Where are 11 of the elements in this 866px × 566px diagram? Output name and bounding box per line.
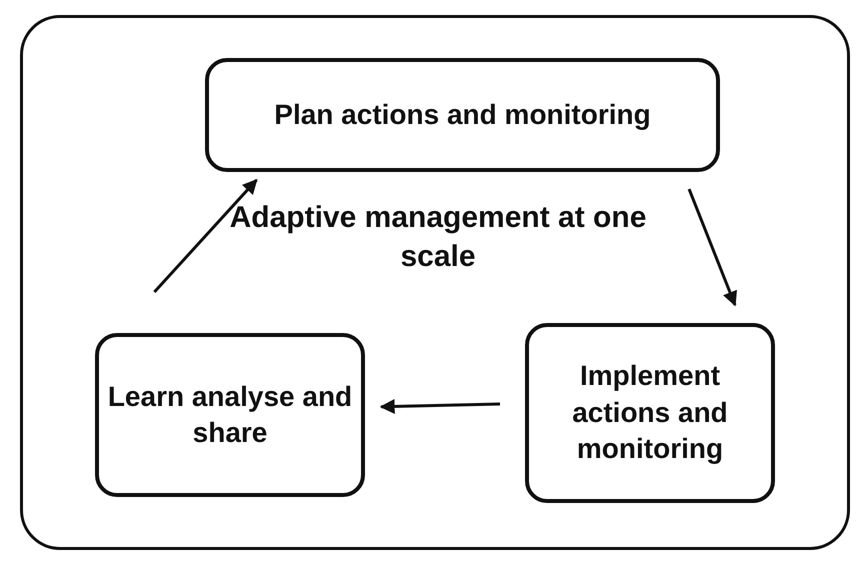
process-box xyxy=(205,58,720,172)
arrow xyxy=(153,178,258,294)
frame-box xyxy=(20,15,850,550)
frame-title: Adaptive management at one scale xyxy=(228,200,648,275)
arrow xyxy=(380,398,500,414)
box-label: Implement actions and monitoring xyxy=(571,359,729,466)
box-label: Plan actions and monitoring xyxy=(273,98,652,132)
process-box xyxy=(95,333,365,497)
arrow xyxy=(688,188,737,306)
process-box xyxy=(525,323,775,503)
box-label: Learn analyse and share xyxy=(106,380,354,450)
